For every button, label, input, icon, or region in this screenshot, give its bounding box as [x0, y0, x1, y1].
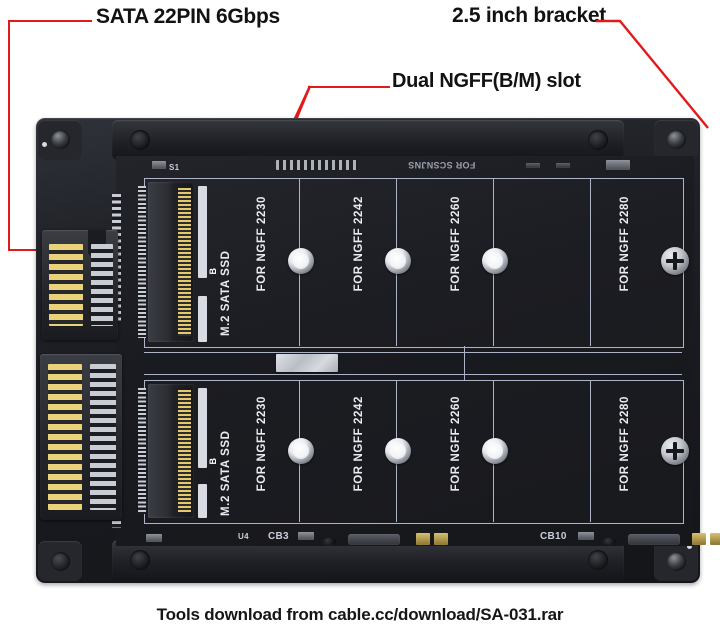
- m2-key-notch-upper-2: [198, 296, 207, 342]
- standoff-2242-lower: [385, 438, 411, 464]
- leader-line-sata-vertical: [8, 20, 10, 250]
- rail-hole: [588, 130, 608, 150]
- size-label-2260-upper: FOR NGFF 2260: [450, 196, 462, 292]
- smd-component: [556, 163, 570, 168]
- size-label-2242-upper: FOR NGFF 2242: [353, 196, 365, 292]
- bracket-marker-dot: [42, 142, 47, 147]
- smd-component: [526, 163, 540, 168]
- silkscreen-ref-cb10: CB10: [540, 531, 567, 542]
- annotation-label-sata: SATA 22PIN 6Gbps: [96, 5, 280, 28]
- m2-key-notch-lower-2: [198, 484, 207, 518]
- bracket-corner-bottom-left: [38, 541, 82, 581]
- leader-line-bracket: [590, 18, 720, 138]
- mounting-screw-2280-upper: [661, 247, 689, 275]
- smd-component: [152, 161, 166, 169]
- smd-component: [606, 160, 630, 170]
- smd-component-gold: [416, 533, 430, 545]
- bracket-screw-hole: [51, 552, 70, 571]
- m2-b-key-label-upper: B: [208, 268, 218, 275]
- silkscreen-ref-scsnjns: FOR SCSNJNS: [408, 160, 476, 170]
- smd-component: [628, 534, 680, 545]
- bracket-corner-top-left: [38, 120, 82, 160]
- smd-component-gold: [692, 533, 706, 545]
- size-label-2230-upper: FOR NGFF 2230: [256, 196, 268, 292]
- size-label-2242-lower: FOR NGFF 2242: [353, 396, 365, 492]
- center-metal-pad: [276, 354, 338, 372]
- size-label-2280-upper: FOR NGFF 2280: [619, 196, 631, 292]
- annotation-label-dual-slot: Dual NGFF(B/M) slot: [392, 70, 581, 92]
- mounting-screw-2280-lower: [661, 437, 689, 465]
- sata-power-gold-pins: [48, 364, 82, 510]
- leader-line-dual-stub: [308, 86, 390, 88]
- m2-connector-lower: [138, 384, 194, 518]
- sata-power-silver-pins: [90, 364, 116, 510]
- via-hole: [602, 538, 616, 545]
- silkscreen-ref-s1: S1: [169, 163, 180, 172]
- standoff-2260-upper: [482, 248, 508, 274]
- m2-connector-gold-pins: [178, 188, 191, 336]
- m2-connector-left-pins: [138, 388, 146, 514]
- smd-cluster-top: [276, 160, 358, 170]
- center-divider-vertical: [464, 346, 465, 380]
- bracket-screw-hole: [667, 130, 686, 149]
- caption-text: Tools download from cable.cc/download/SA…: [156, 605, 564, 624]
- annotation-label-bracket: 2.5 inch bracket: [452, 4, 606, 27]
- ssd-label-lower: M.2 SATA SSD: [220, 430, 232, 516]
- standoff-2230-lower: [288, 438, 314, 464]
- silkscreen-ref-cb3: CB3: [268, 531, 289, 542]
- footprint-divider: [590, 380, 591, 522]
- standoff-2230-upper: [288, 248, 314, 274]
- m2-b-key-label-lower: B: [208, 458, 218, 465]
- smd-component-gold: [434, 533, 448, 545]
- size-label-2260-lower: FOR NGFF 2260: [450, 396, 462, 492]
- smd-component: [298, 532, 314, 540]
- ssd-label-upper: M.2 SATA SSD: [220, 250, 232, 336]
- sata-data-connector: [42, 230, 118, 340]
- bracket-rail-top: [112, 120, 624, 160]
- rail-hole: [130, 130, 150, 150]
- footprint-divider: [590, 178, 591, 346]
- bracket-corner-top-right: [654, 120, 698, 160]
- adapter-pcb: S1 FOR SCSNJNS B M.2 SATA SSD: [112, 156, 720, 546]
- standoff-2260-lower: [482, 438, 508, 464]
- smd-component: [578, 532, 594, 540]
- rail-hole: [130, 550, 150, 570]
- silkscreen-ref-u4: U4: [238, 532, 249, 541]
- leader-line-sata-foot: [8, 249, 44, 251]
- bracket-screw-hole: [51, 130, 70, 149]
- size-label-2280-lower: FOR NGFF 2280: [619, 396, 631, 492]
- smd-component: [348, 534, 400, 545]
- smd-component: [146, 534, 162, 542]
- bracket-marker-dot: [687, 544, 692, 549]
- sata-power-connector: [40, 354, 122, 520]
- standoff-2242-upper: [385, 248, 411, 274]
- leader-line-sata-stub: [8, 20, 92, 22]
- m2-connector-upper: [138, 182, 194, 342]
- m2-key-notch-upper: [198, 186, 207, 278]
- m2-connector-left-pins: [138, 186, 146, 338]
- bracket-screw-hole: [667, 552, 686, 571]
- bracket-corner-bottom-right: [654, 541, 698, 581]
- product-photo: S1 FOR SCSNJNS B M.2 SATA SSD: [36, 118, 720, 583]
- via-hole: [322, 538, 336, 545]
- size-label-2230-lower: FOR NGFF 2230: [256, 396, 268, 492]
- smd-component-gold: [710, 533, 720, 545]
- center-divider-top: [144, 352, 682, 353]
- center-divider-bottom: [144, 374, 682, 375]
- rail-hole: [588, 550, 608, 570]
- sata-data-gold-pins: [49, 244, 83, 326]
- sata-data-silver-pins: [91, 244, 113, 326]
- m2-connector-gold-pins: [178, 390, 191, 512]
- bracket-rail-bottom: [112, 540, 624, 580]
- m2-key-notch-lower: [198, 388, 207, 468]
